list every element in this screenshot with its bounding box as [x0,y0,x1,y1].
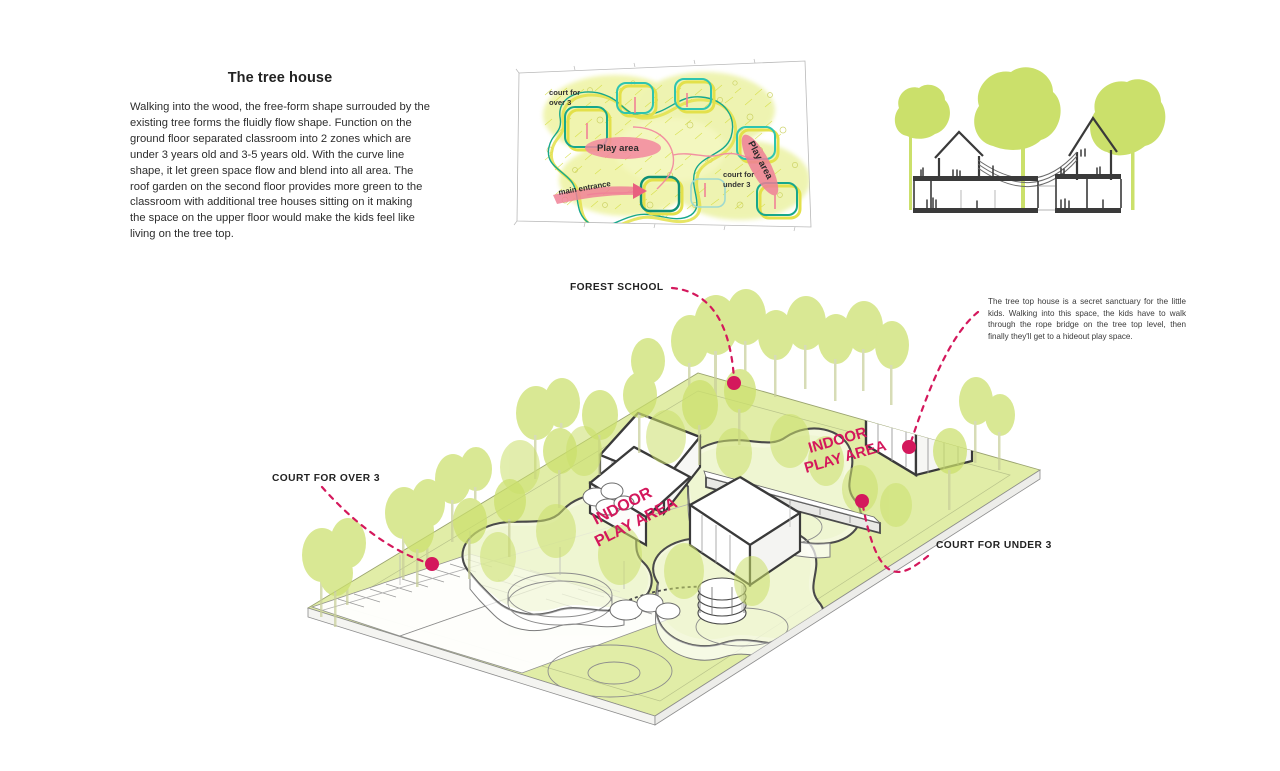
callout-court-over-3: COURT FOR OVER 3 [272,473,380,484]
section-floor-slabs [913,174,1122,213]
axonometric-diagram: INDOOR PLAY AREA INDOOR PLAY AREA [302,289,1042,771]
treetop-note-text: The tree top house is a secret sanctuary… [988,297,1186,341]
drop-off-circle [547,644,673,698]
plan-label-play-area-1: Play area [597,143,639,154]
callout-court-under-3: COURT FOR UNDER 3 [936,540,1052,551]
plan-main-entrance-arrow [553,183,647,204]
plan-label-court-under3-line1: court for [723,170,754,179]
treetop-house-note: The tree top house is a secret sanctuary… [988,296,1186,343]
page-title: The tree house [227,70,333,86]
site-plan-diagram: court for over 3 court for under 3 Play … [513,58,812,232]
section-elevation-diagram [894,67,1166,213]
rope-bridge-axo [607,585,717,612]
section-trees [894,67,1166,210]
play-objects [582,482,681,621]
plan-play-area-blob-1 [585,137,661,159]
boundary-ticks [513,58,796,232]
plan-label-court-over3-line2: over 3 [549,98,571,107]
site-boundary [516,60,812,228]
section-treehouse-left [934,130,984,180]
intro-body-text: Walking into the wood, the free-form sha… [130,101,430,241]
spiral-stair [697,577,747,625]
court-over3-frame [518,763,598,771]
plan-label-court-over3-line1: court for [549,88,580,97]
callout-forest-school: FOREST SCHOOL [570,282,664,293]
section-figures [920,148,1104,209]
plan-label-court-under3-line2: under 3 [723,180,750,189]
plan-play-area-blob-2 [741,134,779,196]
intro-text-block: The tree house Walking into the wood, th… [130,70,430,243]
